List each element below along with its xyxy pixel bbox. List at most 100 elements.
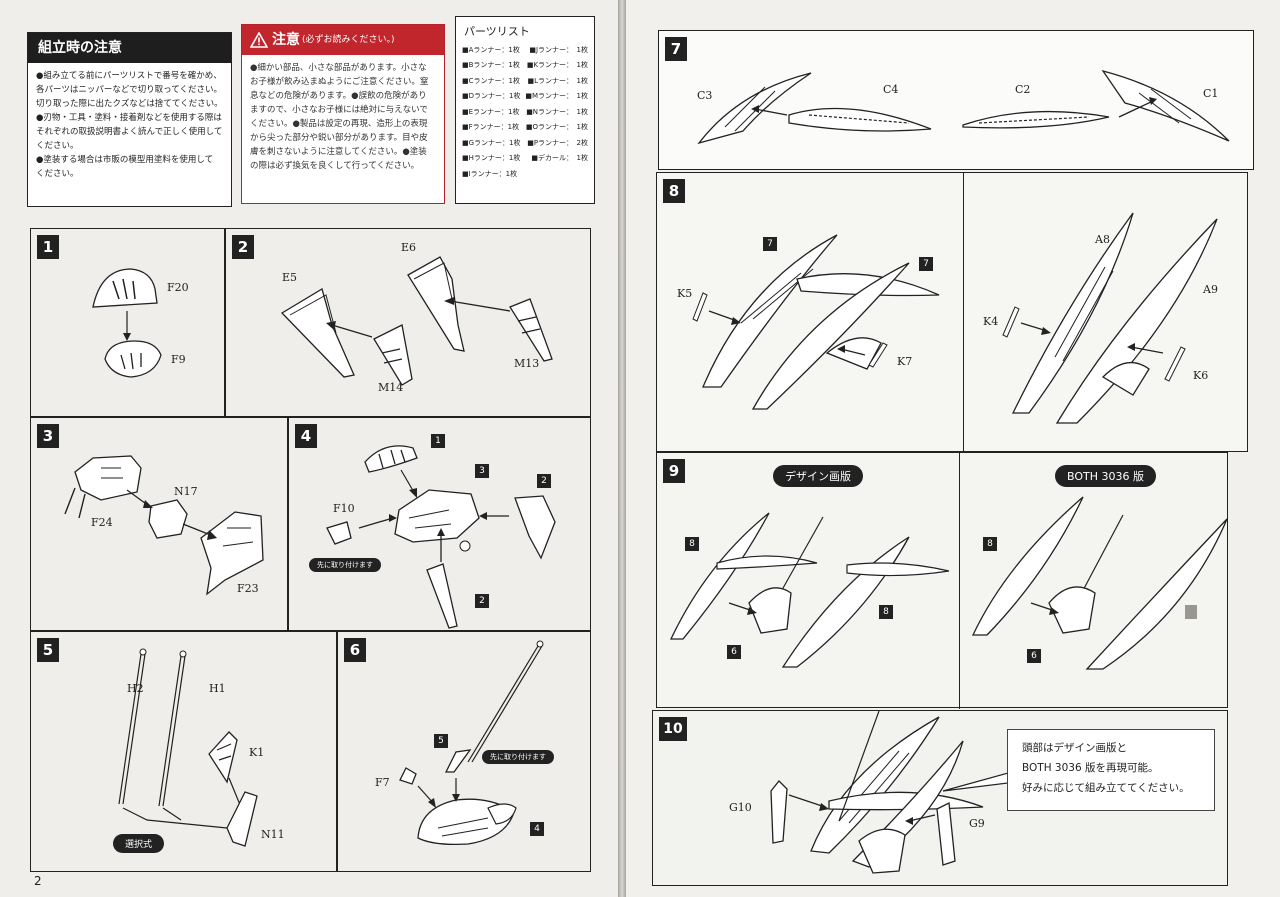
- parts-row: ■Dランナー：1枚■Mランナー： 1枚: [462, 92, 588, 100]
- ref-step-badge: 2: [537, 474, 551, 488]
- step-number: 6: [344, 638, 366, 662]
- ref-step-badge: 8: [983, 537, 997, 551]
- ref-step-badge: 1: [431, 434, 445, 448]
- parts-row: ■Iランナー：1枚: [462, 169, 518, 178]
- step-2-illustration: [280, 256, 553, 386]
- parts-row: ■Gランナー：1枚■Pランナー： 2枚: [462, 138, 588, 147]
- variant-design-tag: デザイン画版: [773, 465, 863, 487]
- step-1-panel: 1 F20 F9: [30, 228, 225, 417]
- note-line: ●刃物・工具・塗料・接着剤などを使用する際は: [36, 113, 222, 123]
- ref-step-badge: 8: [879, 605, 893, 619]
- part-label: C4: [883, 83, 899, 96]
- step-number: 4: [295, 424, 317, 448]
- part-label: C3: [697, 89, 713, 102]
- part-label: E5: [282, 271, 298, 284]
- part-label: F23: [237, 582, 259, 595]
- part-label: A8: [1095, 233, 1110, 246]
- caution-header: 注意 (必ずお読みください。): [242, 25, 444, 55]
- parts-row: ■Eランナー：1枚■Nランナー： 1枚: [462, 107, 588, 116]
- note-line: ●組み立てる前にパーツリストで番号を確かめ、: [36, 71, 222, 81]
- part-label: M14: [378, 381, 404, 394]
- ref-step-badge: 2: [475, 594, 489, 608]
- caution-line: の際は必ず換気を良くして行ってください。: [250, 161, 420, 171]
- part-label: K4: [983, 315, 999, 328]
- step-6-illustration: [399, 640, 544, 846]
- parts-row: ■Fランナー：1枚■Oランナー： 1枚: [462, 123, 588, 131]
- step-number: 3: [37, 424, 59, 448]
- step-7-illustration: [697, 69, 1230, 145]
- page-number: 2: [34, 874, 42, 888]
- step-number: 8: [663, 179, 685, 203]
- part-label: C2: [1015, 83, 1031, 96]
- parts-list-box: パーツリスト ■Aランナー：1枚■Jランナー： 1枚 ■Bランナー：1枚■Kラン…: [455, 16, 595, 204]
- caution-title: 注意: [272, 32, 300, 48]
- ref-step-badge: 7: [763, 237, 777, 251]
- step-number: 9: [663, 459, 685, 483]
- part-label: K7: [897, 355, 913, 368]
- note-line: ください。: [36, 141, 79, 151]
- ref-step-badge: 6: [1027, 649, 1041, 663]
- step-1-illustration: [92, 268, 162, 378]
- step-10-panel: 10 G10 G9 頭部はデザイン画版と BOTH 3036 版を再現可能。 好…: [652, 710, 1228, 886]
- ref-step-badge: 4: [530, 822, 544, 836]
- attach-first-tag: 先に取り付けます: [309, 558, 381, 572]
- callout-line: 好みに応じて組み立ててください。: [1022, 782, 1190, 794]
- assembly-notes-title: 組立時の注意: [28, 33, 231, 63]
- part-label: F7: [375, 776, 390, 789]
- callout-line: BOTH 3036 版を再現可能。: [1022, 762, 1159, 774]
- part-label: E6: [401, 241, 417, 254]
- note-line: ●塗装する場合は市販の模型用塗料を使用して: [36, 155, 214, 165]
- part-label: H1: [209, 682, 226, 695]
- step-4-panel: 4 F10 1 3 2 2 先に取り付けます: [288, 417, 591, 631]
- step-number: 5: [37, 638, 59, 662]
- caution-line: ●細かい部品、小さな部品があります。小さな: [250, 63, 427, 73]
- part-label: F9: [171, 353, 186, 366]
- part-label: C1: [1203, 87, 1219, 100]
- part-label: F20: [167, 281, 189, 294]
- caution-line: ください。●製品は設定の再現、造形上の表現: [250, 119, 428, 129]
- parts-row: ■Hランナー：1枚■デカール： 1枚: [462, 154, 588, 162]
- assembly-notes-box: 組立時の注意 ●組み立てる前にパーツリストで番号を確かめ、 各パーツはニッパーな…: [27, 32, 232, 207]
- part-label: F24: [91, 516, 113, 529]
- step-2-panel: 2 E5 E6 M14 M13: [225, 228, 591, 417]
- caution-line: ますので、小さなお子様には絶対に与えないで: [250, 105, 428, 115]
- parts-row: ■Cランナー：1枚■Lランナー： 1枚: [462, 76, 588, 85]
- ref-step-badge: 3: [475, 464, 489, 478]
- caution-line: 息などの危険があります。●誤飲の危険があり: [250, 91, 427, 101]
- step-3-illustration: [64, 455, 264, 596]
- part-label: G10: [729, 801, 752, 814]
- step-4-illustration: [326, 445, 556, 629]
- step-number: 1: [37, 235, 59, 259]
- step-10-illustration: [770, 711, 1009, 874]
- caution-subtitle: (必ずお読みください。): [302, 35, 395, 45]
- part-label: K1: [249, 746, 265, 759]
- part-label: K6: [1193, 369, 1209, 382]
- ref-step-badge: 5: [434, 734, 448, 748]
- variant-both-tag: BOTH 3036 版: [1055, 465, 1156, 487]
- step-7-panel: 7 C3 C4 C2 C1: [658, 30, 1254, 170]
- part-label: N17: [174, 485, 198, 498]
- part-label: F10: [333, 502, 355, 515]
- step-8-panel: 8 7 7 K5 K7 A8 A9 K4 K6: [656, 172, 1248, 453]
- step-9-illustration: [669, 496, 1228, 670]
- attach-first-tag: 先に取り付けます: [482, 750, 554, 764]
- parts-row: ■Bランナー：1枚■Kランナー： 1枚: [462, 61, 588, 69]
- caution-line: から尖った部分や鋭い部分があります。目や皮: [250, 133, 428, 143]
- step-number: 10: [659, 717, 687, 741]
- warning-icon: [250, 32, 268, 48]
- book-spine: [618, 0, 626, 897]
- callout-box: 頭部はデザイン画版と BOTH 3036 版を再現可能。 好みに応じて組み立てて…: [1007, 729, 1215, 811]
- step-5-illustration: [118, 648, 258, 847]
- caution-box: 注意 (必ずお読みください。) ●細かい部品、小さな部品があります。小さな お子…: [241, 24, 445, 204]
- part-label: M13: [514, 357, 540, 370]
- step-number: 7: [665, 37, 687, 61]
- step-3-panel: 3 N17 F24 F23: [30, 417, 288, 631]
- part-label: H2: [127, 682, 144, 695]
- part-label: N11: [261, 828, 285, 841]
- note-line: 切り取った際に出たクズなどは捨ててください。: [36, 99, 223, 109]
- caution-line: 膚を刺さないように注意してください。●塗装: [250, 147, 427, 157]
- ref-step-badge: 8: [685, 537, 699, 551]
- step-number: 2: [232, 235, 254, 259]
- step-8-illustration: [692, 212, 1218, 424]
- parts-row: ■Aランナー：1枚■Jランナー： 1枚: [462, 45, 588, 54]
